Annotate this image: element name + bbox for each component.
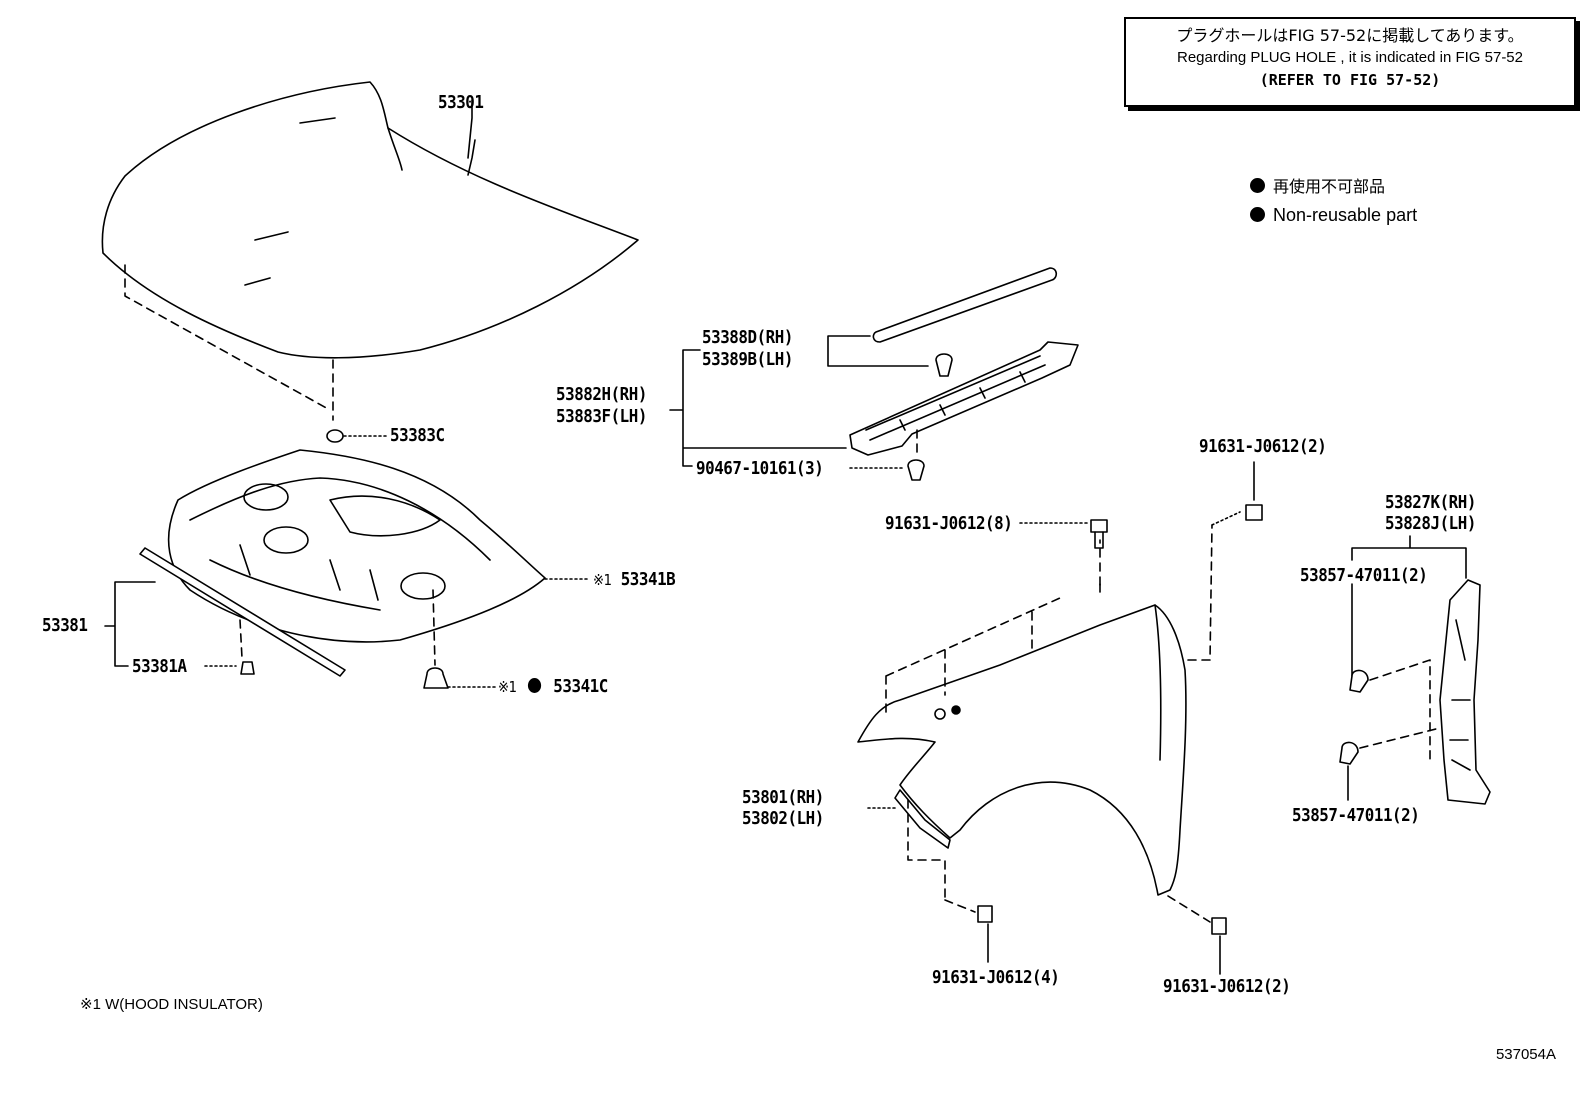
note-english: Regarding PLUG HOLE , it is indicated in…	[1177, 49, 1523, 66]
filled-circle-icon	[1250, 178, 1265, 193]
label-53802: 53802(LH)	[742, 808, 824, 829]
mark-x1: ※1	[498, 678, 517, 696]
label-53341b: 53341B	[620, 569, 676, 590]
label-53388d: 53388D(RH)	[702, 327, 793, 348]
label-53389b: 53389B(LH)	[702, 349, 793, 370]
label-53883f: 53883F(LH)	[556, 406, 647, 427]
label-90467: 90467-10161(3)	[696, 458, 824, 479]
label-53301: 53301	[438, 92, 484, 113]
hood-insulator	[167, 449, 546, 643]
non-reusable-dot-icon	[528, 678, 542, 693]
label-53381: 53381	[42, 615, 88, 636]
front-fender	[857, 604, 1187, 896]
reference-note-box: プラグホールはFIG 57-52に掲載してあります。 Regarding PLU…	[1124, 17, 1576, 107]
legend-jp: 再使用不可部品	[1273, 177, 1386, 196]
label-53341c: 53341C	[553, 676, 608, 697]
label-53341b-row: ※1 53341B	[593, 569, 676, 590]
label-53882h: 53882H(RH)	[556, 384, 647, 405]
label-53857-a: 53857-47011(2)	[1300, 565, 1428, 586]
note-reference: (REFER TO FIG 57-52)	[1259, 71, 1441, 89]
footnote: ※1 W(HOOD INSULATOR)	[80, 996, 263, 1013]
label-53857-b: 53857-47011(2)	[1292, 805, 1420, 826]
label-53383c: 53383C	[390, 425, 445, 446]
label-53801: 53801(RH)	[742, 787, 824, 808]
mark-x1: ※1	[593, 571, 612, 589]
hood-seal-bracket	[849, 341, 1079, 456]
legend-row-en: Non-reusable part	[1250, 201, 1417, 229]
label-53341c-row: ※1 53341C	[498, 677, 608, 697]
legend-row-jp: 再使用不可部品	[1250, 172, 1417, 201]
label-91631-8: 91631-J0612(8)	[885, 513, 1013, 534]
label-53827k: 53827K(RH)	[1385, 492, 1476, 513]
label-53381a: 53381A	[132, 656, 187, 677]
label-91631-4: 91631-J0612(4)	[932, 967, 1060, 988]
label-53828j: 53828J(LH)	[1385, 513, 1476, 534]
figure-id: 537054A	[1495, 1046, 1556, 1063]
filled-circle-icon	[1250, 207, 1265, 222]
hood-panel	[101, 81, 639, 359]
fender-side-seal	[1439, 579, 1491, 805]
note-japanese: プラグホールはFIG 57-52に掲載してあります。	[1176, 26, 1524, 45]
legend: 再使用不可部品 Non-reusable part	[1250, 172, 1417, 229]
legend-en: Non-reusable part	[1273, 205, 1418, 225]
label-91631-2b: 91631-J0612(2)	[1163, 976, 1291, 997]
label-91631-2a: 91631-J0612(2)	[1199, 436, 1327, 457]
